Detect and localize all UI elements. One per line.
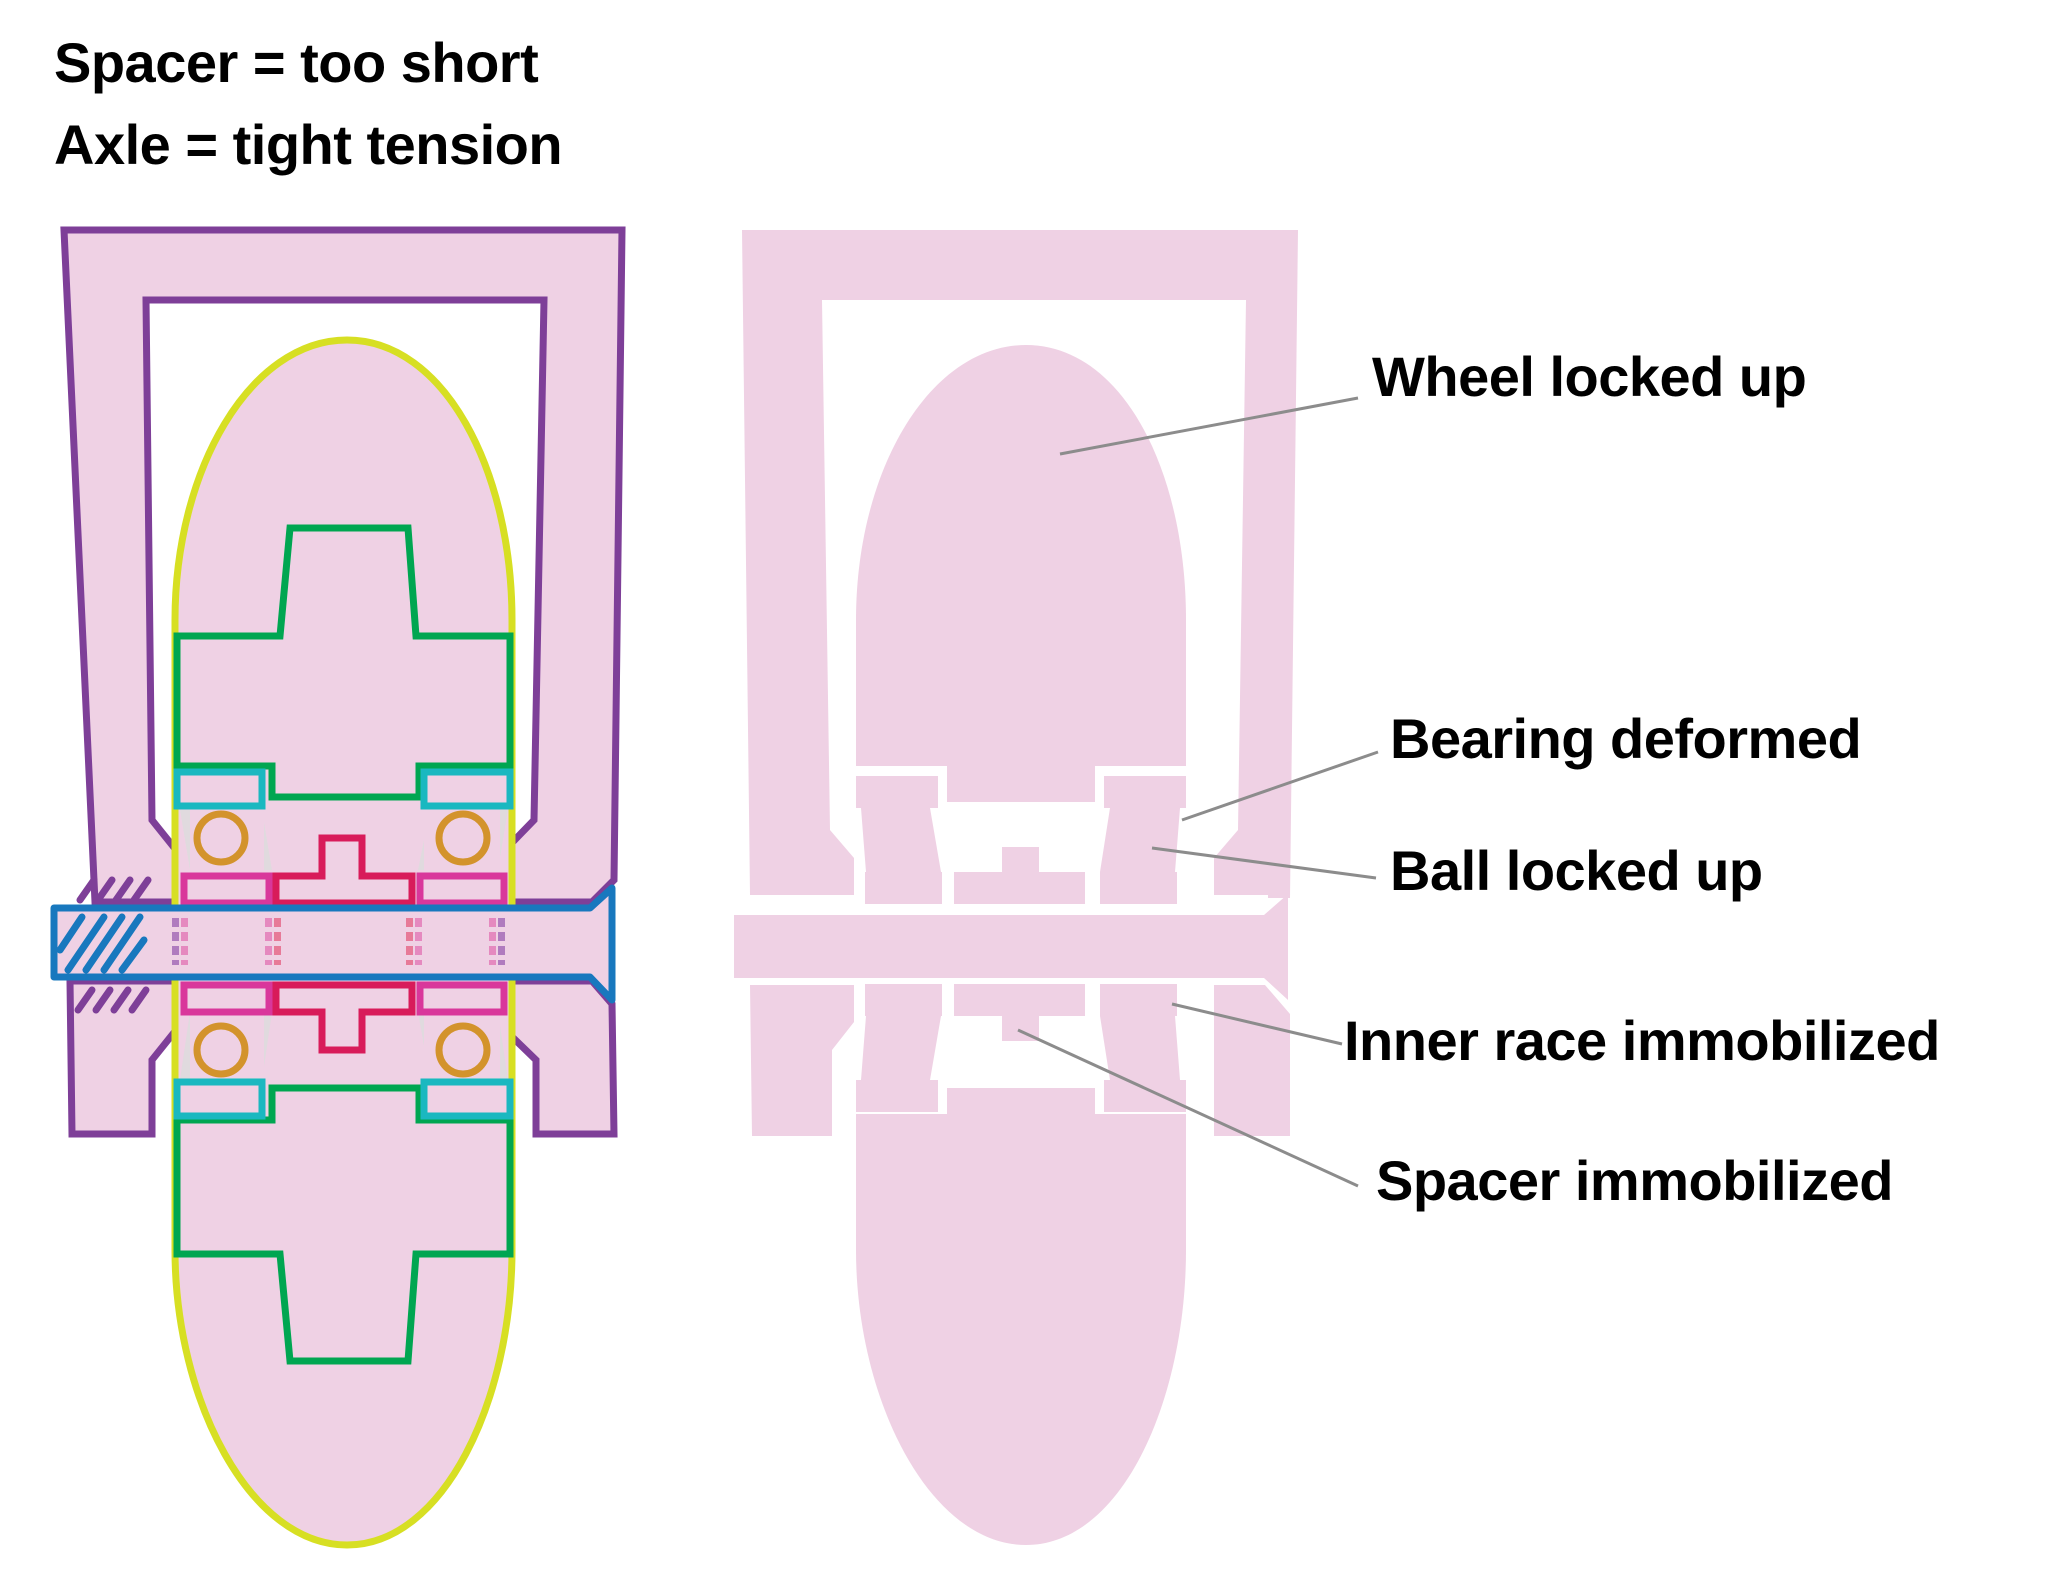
hub-bottom [173, 1084, 514, 1365]
inner-race-top-left [180, 872, 273, 907]
axle-threads [56, 913, 148, 974]
left-diagram-annotated [50, 226, 626, 1549]
fork-frame-lower-right [501, 977, 618, 1138]
silhouette-spacer-bottom [954, 984, 1085, 1041]
inner-race-top-right [416, 872, 508, 907]
silhouette-bearing-bottom-left [856, 1016, 941, 1112]
ball-top-left [193, 810, 249, 866]
callout-spacer-immobilized: Spacer immobilized [1376, 1149, 1893, 1212]
callout-wheel-locked: Wheel locked up [1372, 345, 1807, 408]
ball-bottom-right [435, 1022, 491, 1078]
leader-ball [1151, 846, 1377, 880]
leader-spacer [1017, 1028, 1359, 1188]
ball-bottom-left [193, 1022, 249, 1078]
hub-top [173, 524, 514, 801]
title-line-spacer: Spacer = too short [54, 31, 539, 94]
outer-race-bottom-left [173, 1078, 266, 1120]
ball-top-right [435, 810, 491, 866]
spacer-top [272, 834, 416, 907]
silhouette-inner-race [865, 872, 942, 904]
leader-bearing [1181, 750, 1379, 822]
frame-threads [74, 876, 152, 1014]
silhouette-frame-lower-right [1214, 985, 1290, 1136]
silhouette-inner-race [865, 984, 942, 1016]
spacer-bottom [272, 981, 416, 1054]
silhouette-inner-race [1100, 984, 1177, 1016]
outer-race-top-left [173, 768, 266, 810]
contact-marks [172, 918, 505, 965]
inner-race-bottom-right [416, 981, 508, 1016]
outer-race-top-right [420, 768, 514, 810]
callout-bearing-deformed: Bearing deformed [1390, 707, 1862, 770]
silhouette-axle [734, 894, 1288, 1000]
outer-race-bottom-right [420, 1078, 514, 1120]
callout-ball-locked: Ball locked up [1390, 839, 1763, 902]
silhouette-bearing-bottom-right [1100, 1016, 1186, 1112]
callout-inner-race-immobilized: Inner race immobilized [1344, 1009, 1940, 1072]
silhouette-bearing-top-left [856, 776, 941, 872]
silhouette-spacer-top [954, 847, 1085, 904]
leader-wheel [1059, 396, 1359, 456]
leader-lines [1017, 396, 1379, 1188]
silhouette-frame [742, 230, 1298, 898]
silhouette-inner-race [1100, 872, 1177, 904]
title-line-axle: Axle = tight tension [54, 113, 563, 176]
right-diagram-silhouette [734, 230, 1298, 1545]
leader-inner-race [1171, 1002, 1343, 1046]
axle [50, 884, 616, 1004]
silhouette-frame-lower-left [750, 985, 854, 1136]
silhouette-bearing-top-right [1100, 776, 1186, 872]
inner-race-bottom-left [180, 981, 273, 1016]
